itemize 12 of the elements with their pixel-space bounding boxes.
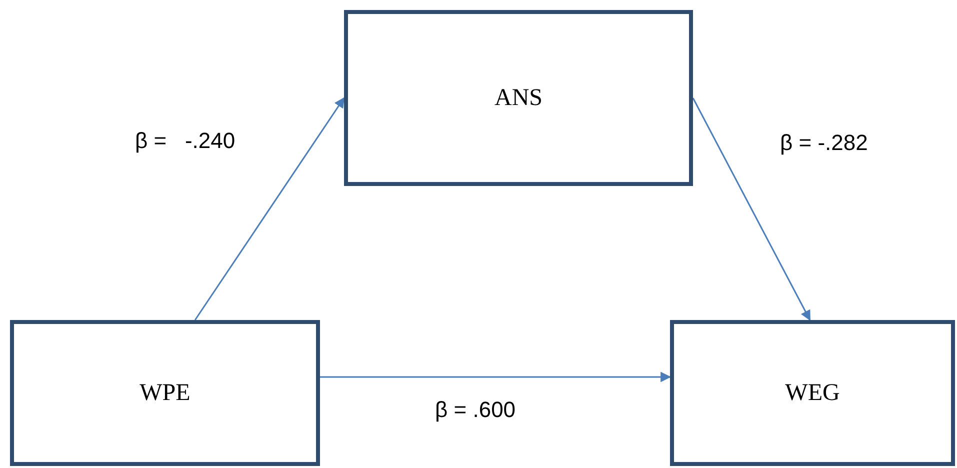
arrow: [320, 372, 672, 382]
process-box: [10, 320, 320, 466]
node-label: WEG: [785, 380, 840, 406]
process-box: [344, 10, 693, 186]
process-box: [670, 320, 955, 466]
arrow: [194, 97, 345, 320]
node-label: ANS: [494, 84, 542, 112]
node-label: WPE: [140, 380, 190, 406]
edge-label: β = .600: [435, 397, 516, 423]
edge-label: β = -.240: [135, 128, 236, 154]
edge-label: β = -.282: [780, 130, 868, 156]
arrow: [692, 98, 811, 321]
